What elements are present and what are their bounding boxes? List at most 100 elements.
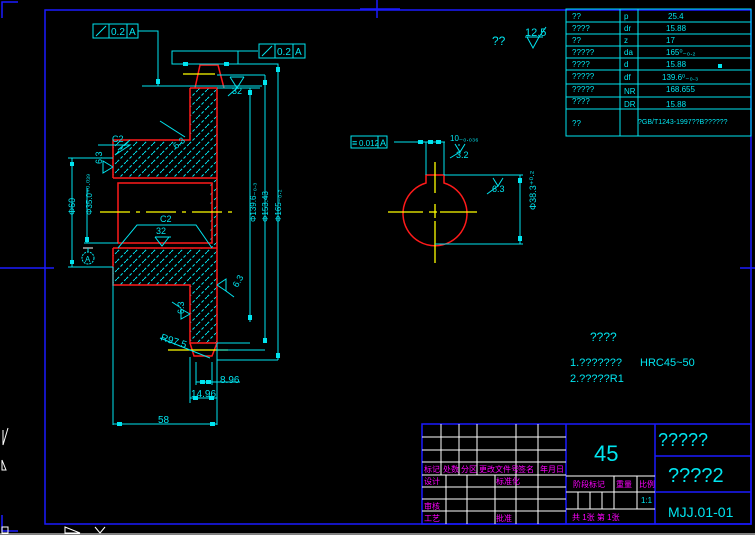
tol-value: 0.2	[111, 27, 125, 38]
svg-text:比例: 比例	[639, 479, 655, 489]
dimension-key-depth: Φ38.3⁺⁰·²	[528, 171, 538, 210]
part-name: ?????	[658, 430, 708, 450]
svg-text:设计: 设计	[424, 476, 440, 486]
roughness-symbol-key-side	[486, 177, 504, 195]
roughness-value: 6.3	[176, 301, 186, 314]
param-name: ?????	[572, 72, 595, 81]
bore-dimension-arrows	[418, 140, 522, 241]
param-name: ??	[572, 119, 581, 128]
dimension-root-diameter: Φ139.6₋₀.₃	[249, 183, 258, 222]
param-symbol: da	[624, 48, 633, 57]
dimension-pitch-diameter: Φ153.43	[261, 191, 270, 222]
tolerance-frame-3[interactable]: ≡ 0.012 A	[350, 135, 388, 149]
title-block: 标记 处数 分区 更改文件号 签名 年月日 设计 标准化 审核 工艺 批准 阶段…	[421, 423, 752, 525]
roughness-value: 3.2	[456, 150, 469, 160]
svg-text:签名: 签名	[518, 464, 534, 474]
dimension-width-896: 8.96	[220, 375, 240, 386]
tol-value: 0.2	[277, 47, 291, 58]
dimension-arrows	[70, 62, 722, 426]
roughness-value: 6.3	[231, 273, 246, 289]
roughness-symbol-key	[449, 143, 466, 159]
scale-value: 1:1	[641, 496, 653, 505]
chamfer-label: C2	[112, 134, 124, 144]
title-block-labels: 标记 处数 分区 更改文件号 签名 年月日 设计 标准化 审核 工艺 批准 阶段…	[424, 464, 655, 523]
roughness-value: 6.3	[492, 184, 505, 194]
svg-text:共 1张 第 1张: 共 1张 第 1张	[572, 512, 620, 522]
dimension-width-1496: 14.96	[191, 389, 216, 400]
roughness-note-value: 12.5	[525, 27, 546, 39]
param-name: ??	[572, 12, 581, 21]
roughness-symbol-right	[216, 278, 235, 298]
param-value: 165⁰₋₀.₂	[666, 48, 695, 57]
symmetry-icon: ≡	[352, 138, 357, 148]
roughness-note-symbol	[525, 26, 547, 50]
param-value: 15.88	[666, 60, 687, 69]
roughness-note-label: ??	[492, 34, 506, 48]
dimension-bore-diameter: Φ35.0⁺⁰·⁰³⁹	[85, 174, 94, 215]
tol-datum: A	[295, 47, 302, 58]
param-symbol: NR	[624, 87, 636, 96]
svg-text:标准化: 标准化	[496, 476, 520, 486]
tolerance-frame-2[interactable]: 0.2 A	[258, 43, 306, 59]
param-value: 15.88	[666, 100, 687, 109]
tech-requirement-item: 1.???????	[570, 357, 622, 369]
dimension-lines	[68, 30, 279, 425]
bore-center-lines	[388, 162, 477, 263]
param-symbol: dr	[624, 24, 631, 33]
bore-end-view[interactable]	[388, 140, 523, 263]
svg-text:标记: 标记	[424, 464, 440, 474]
param-symbol: p	[624, 12, 629, 21]
runout-icon	[95, 25, 107, 37]
drawing-number: MJJ.01-01	[668, 504, 734, 520]
dimension-key-width: 10₋₀.₀₃₆	[450, 134, 478, 143]
param-value: 168.655	[666, 85, 695, 94]
param-name: ????	[572, 97, 590, 106]
param-symbol: z	[624, 36, 628, 45]
svg-text:A: A	[85, 255, 91, 264]
param-value: 15.88	[666, 24, 687, 33]
roughness-value: 32	[232, 86, 242, 96]
roughness-symbol-mid	[154, 236, 171, 247]
chamfer-label: C2	[160, 214, 172, 224]
dimension-hub-diameter: Φ60	[67, 198, 77, 215]
hardness-spec: HRC45~50	[640, 357, 695, 369]
param-name: ?????	[572, 85, 595, 94]
svg-text:分区: 分区	[461, 465, 477, 474]
svg-text:重量: 重量	[616, 479, 632, 489]
gear-section-hatch	[113, 88, 217, 343]
parameter-table	[565, 8, 752, 137]
param-symbol: df	[624, 73, 631, 82]
param-symbol: DR	[624, 100, 636, 109]
param-name: ??	[572, 36, 581, 45]
datum-a-symbol: A	[81, 247, 95, 265]
roughness-symbol-lower	[171, 301, 191, 320]
dimension-tip-diameter: Φ165₋₀.₂	[274, 189, 283, 222]
tolerance-frame-1[interactable]: 0.2 A	[92, 23, 139, 39]
tol-datum: A	[380, 138, 386, 148]
svg-text:年月日: 年月日	[540, 464, 564, 474]
parameter-table-rows: ?? p 25.4 ???? dr 15.88 ?? z 17 ????? da…	[572, 12, 728, 128]
border-corner-marks	[0, 427, 755, 535]
param-value: 139.6⁰₋₀.₃	[662, 73, 698, 82]
roughness-value: 32	[156, 226, 166, 236]
roughness-symbol-left	[102, 160, 114, 174]
bore-outline	[402, 174, 468, 247]
gear-section-view[interactable]	[100, 64, 235, 357]
tech-requirement-item: 2.?????R1	[570, 373, 624, 385]
material: 45	[594, 441, 618, 466]
param-name: ????	[572, 60, 590, 69]
param-value: ?GB/T1243-1997??B??????	[638, 119, 728, 126]
param-name: ?????	[572, 48, 595, 57]
param-value: 25.4	[668, 12, 684, 21]
svg-text:处数: 处数	[443, 464, 459, 474]
dimension-radius: R97.5	[159, 332, 188, 351]
param-value: 17	[666, 36, 675, 45]
svg-text:审核: 审核	[424, 501, 440, 511]
svg-text:更改文件号: 更改文件号	[479, 464, 519, 474]
param-name: ????	[572, 24, 590, 33]
tech-requirements-title: ????	[590, 330, 617, 344]
svg-text:工艺: 工艺	[424, 514, 440, 523]
roughness-value: 6.3	[94, 151, 104, 164]
